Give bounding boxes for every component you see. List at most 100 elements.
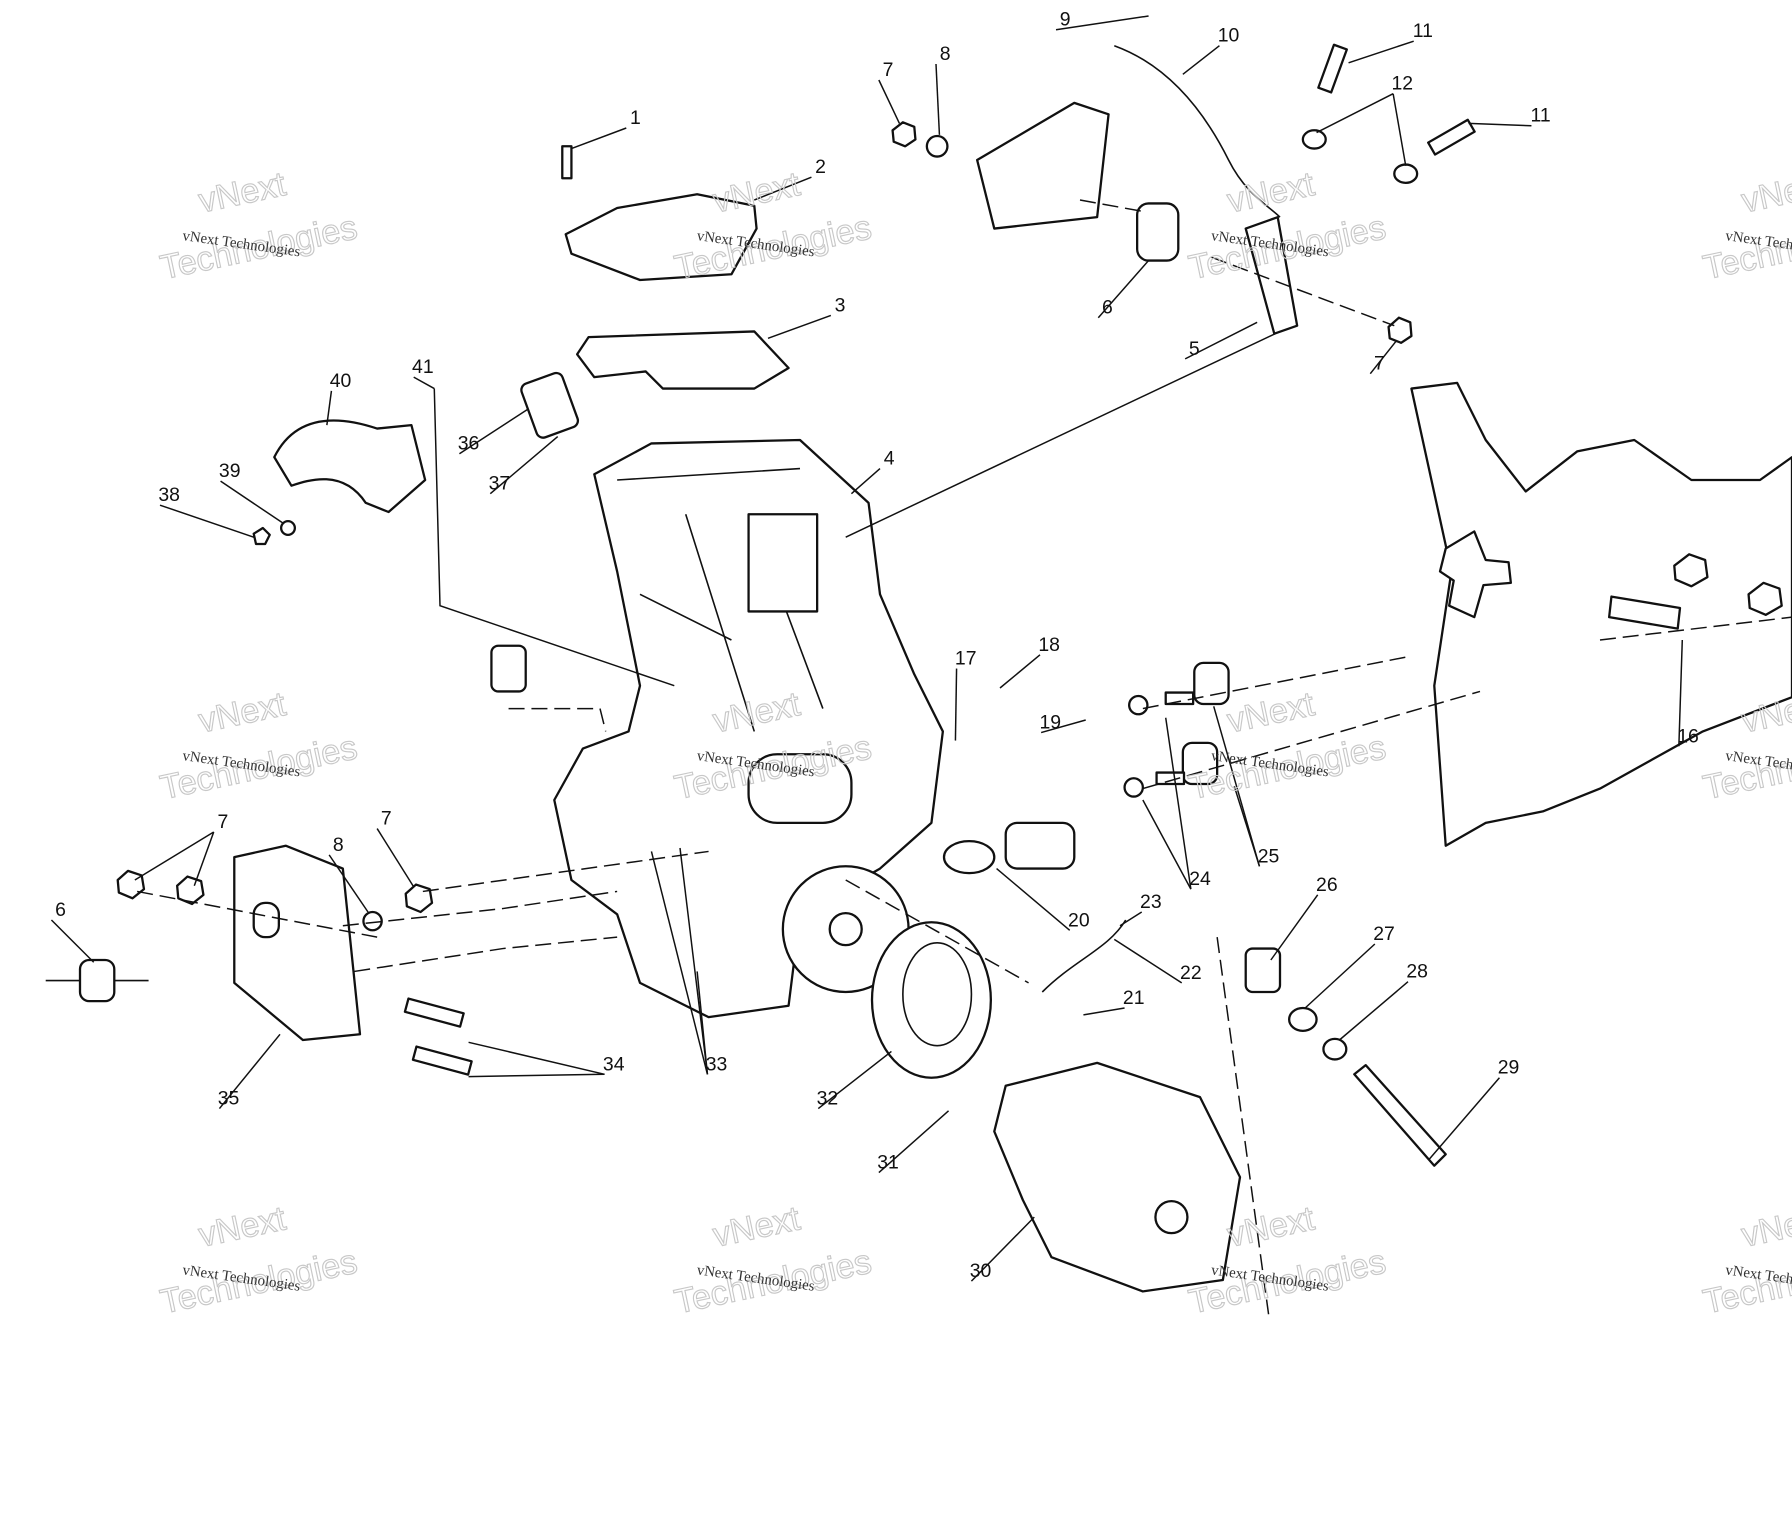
leader-line xyxy=(954,668,958,741)
callout-36: 36 xyxy=(458,433,480,455)
bolt-34 xyxy=(403,997,465,1028)
callout-5: 5 xyxy=(1189,338,1200,360)
intake-elbow xyxy=(273,419,427,514)
leader-line xyxy=(468,1073,605,1078)
hose-clamp xyxy=(942,840,996,875)
leader-line xyxy=(1678,639,1684,747)
callout-19: 19 xyxy=(1039,712,1061,734)
svg-text:vNext: vNext xyxy=(195,1199,289,1254)
leader-line xyxy=(767,314,832,339)
leader-line xyxy=(376,828,415,888)
leader-line xyxy=(970,1216,1035,1282)
callout-32: 32 xyxy=(817,1088,839,1110)
cable xyxy=(1114,44,1281,218)
rubber-mount xyxy=(1135,202,1180,262)
cover-ring-inner xyxy=(902,942,973,1047)
chassis-frame xyxy=(1410,381,1792,847)
nut xyxy=(891,121,917,148)
svg-text:vNext: vNext xyxy=(195,165,289,220)
clutch-bore xyxy=(1154,1200,1189,1235)
engine-port xyxy=(747,513,819,613)
leader-line xyxy=(1040,719,1086,734)
drive-clutch xyxy=(993,1061,1242,1293)
callout-16: 16 xyxy=(1677,725,1699,747)
svg-text:vNext: vNext xyxy=(710,165,804,220)
leader-line xyxy=(1113,938,1183,984)
callout-26: 26 xyxy=(1316,874,1338,896)
bolt-29 xyxy=(1353,1064,1447,1167)
washer xyxy=(362,910,383,932)
callout-7: 7 xyxy=(883,59,894,81)
callout-23: 23 xyxy=(1140,891,1162,913)
leader-line xyxy=(134,831,215,881)
leader-line xyxy=(193,831,215,886)
leader-line xyxy=(326,390,333,426)
leader-line xyxy=(1119,911,1143,927)
leader-line xyxy=(1348,40,1414,64)
callout-12: 12 xyxy=(1391,73,1413,95)
leader-line xyxy=(220,480,284,525)
leader-line xyxy=(1164,717,1192,890)
leader-line xyxy=(817,1050,892,1110)
leader-line xyxy=(1055,15,1149,31)
svg-text:vNext: vNext xyxy=(710,1199,804,1254)
washer xyxy=(1128,694,1149,716)
leader-line xyxy=(328,854,369,913)
leader-line xyxy=(1142,799,1192,890)
bolt-11 xyxy=(1427,118,1476,156)
callout-6: 6 xyxy=(1102,297,1113,319)
callout-18: 18 xyxy=(1038,634,1060,656)
callout-7: 7 xyxy=(1374,353,1385,375)
callout-27: 27 xyxy=(1373,923,1395,945)
rubber-mount xyxy=(78,958,116,1003)
washer-12 xyxy=(1393,163,1419,184)
ground-cable xyxy=(1041,919,1127,993)
filter xyxy=(1004,821,1076,870)
leader-line xyxy=(1270,894,1319,961)
cap xyxy=(490,644,527,693)
engine-detail xyxy=(617,467,824,732)
leader-line xyxy=(754,176,812,201)
leader-line xyxy=(571,127,627,150)
callout-37: 37 xyxy=(489,473,511,495)
strap xyxy=(1608,595,1682,630)
gasket xyxy=(576,330,790,390)
stud xyxy=(1164,691,1195,706)
callout-34: 34 xyxy=(603,1053,625,1075)
stud xyxy=(1155,771,1186,786)
leader-line xyxy=(1184,321,1258,360)
washer xyxy=(1123,777,1144,798)
svg-text:vNext: vNext xyxy=(195,685,289,740)
leader-line xyxy=(459,408,529,455)
parts xyxy=(45,43,1792,1293)
frame-cutout xyxy=(1438,530,1512,619)
svg-text:vNext: vNext xyxy=(1738,165,1792,220)
bracket-slot xyxy=(252,901,280,939)
leader-line xyxy=(679,847,709,1075)
callout-9: 9 xyxy=(1060,9,1071,31)
callout-30: 30 xyxy=(970,1260,992,1282)
callout-33: 33 xyxy=(706,1053,728,1075)
washer xyxy=(1288,1006,1318,1032)
leader-line xyxy=(1428,1077,1500,1161)
callout-39: 39 xyxy=(219,460,241,482)
callout-1: 1 xyxy=(630,107,641,129)
nut xyxy=(116,869,146,900)
mount-plate xyxy=(1244,216,1299,335)
svg-text:vNext: vNext xyxy=(1224,685,1318,740)
leader-line xyxy=(1338,981,1409,1041)
leader-line xyxy=(1468,122,1532,127)
callout-35: 35 xyxy=(218,1088,240,1110)
callout-22: 22 xyxy=(1180,962,1202,984)
rubber-mount xyxy=(1181,741,1219,786)
callout-8: 8 xyxy=(333,834,344,856)
nut xyxy=(176,875,205,906)
leader-line xyxy=(489,436,559,495)
bolt-1 xyxy=(561,145,573,180)
